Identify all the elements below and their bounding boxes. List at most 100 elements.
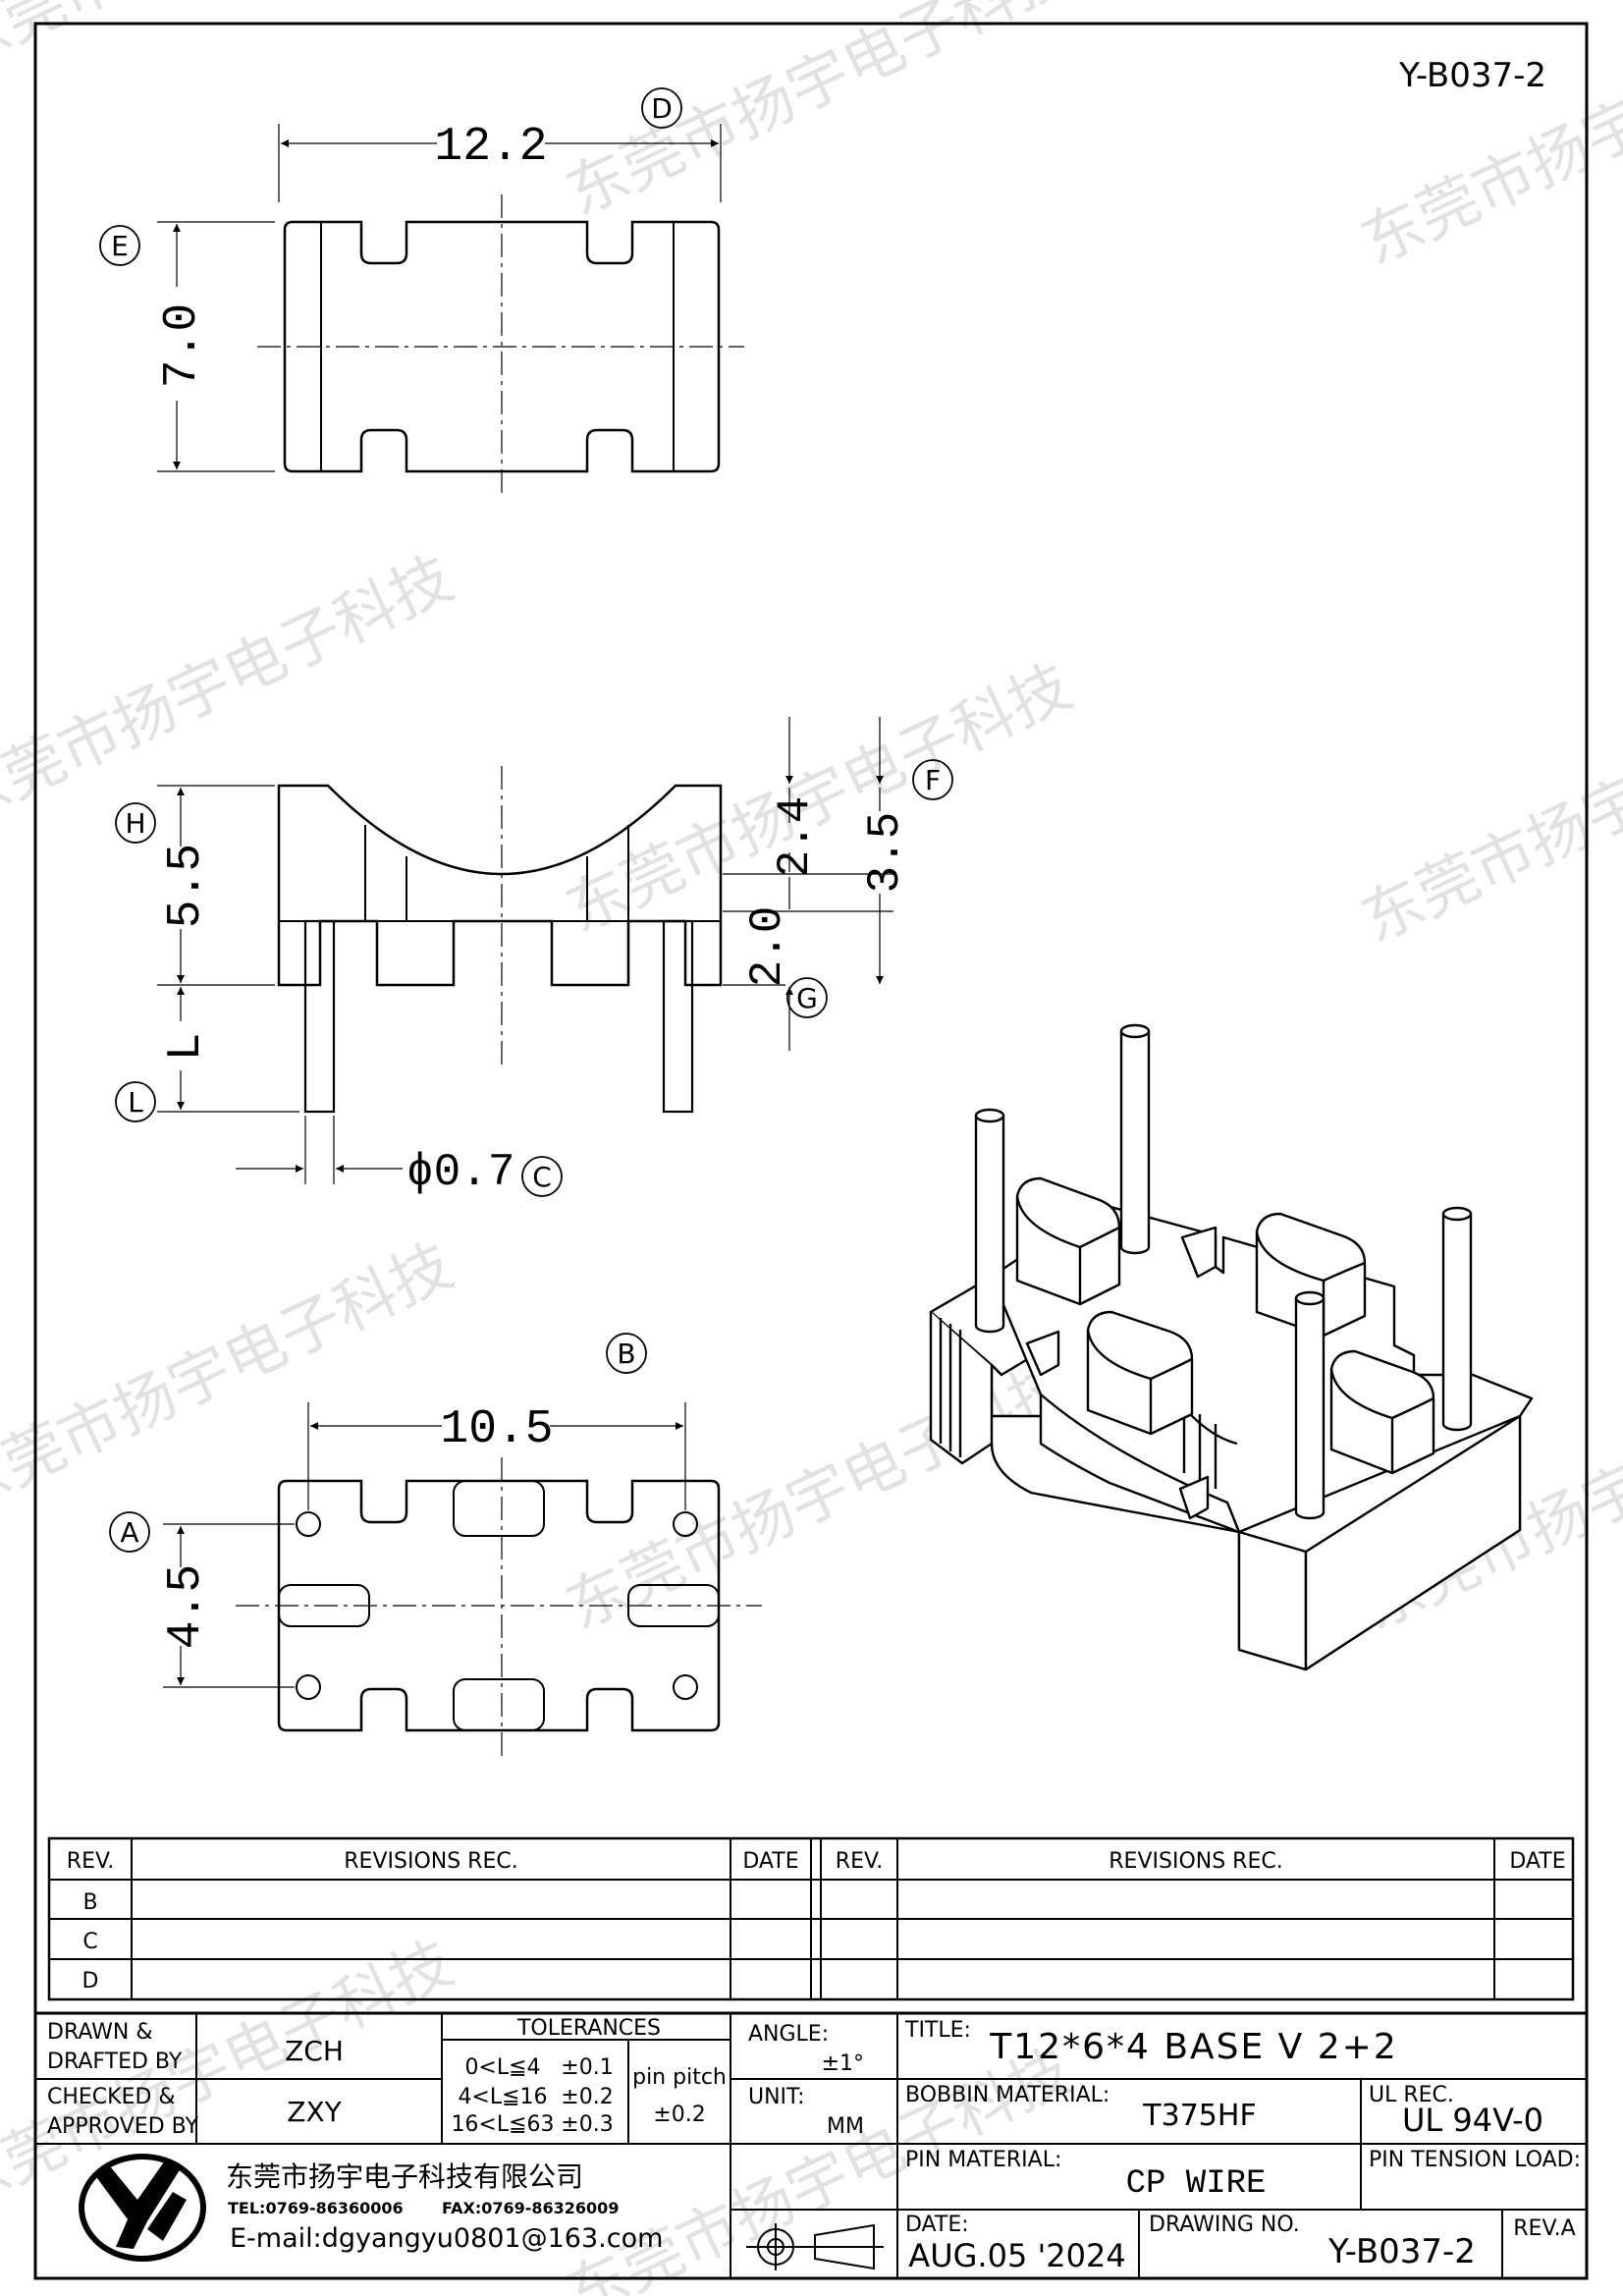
tol-range: 0<L≦4 [464,2055,540,2080]
revision-table [47,1836,1575,2001]
side-pin-diameter-dim: ϕ0.7 [406,1147,514,1198]
ul-value: UL 94V-0 [1402,2102,1543,2139]
side-slot-depth-dim: 2.4 [770,796,821,878]
label-e: E [111,230,129,262]
date-value: AUG.05 '2024 [908,2237,1125,2274]
isometric-view [929,1023,1534,1671]
bottom-pitch-y-dim: 4.5 [160,1564,213,1649]
top-view-outline [283,220,721,473]
company-logo [79,2154,206,2262]
drawn-value: ZCH [285,2035,344,2067]
pin-hole [673,1674,698,1700]
checked-value: ZXY [287,2096,342,2128]
rev-rec-header-left: REVISIONS REC. [344,1849,517,1874]
drawing-no-value: Y-B037-2 [1327,2232,1476,2271]
pin-tension-label: PIN TENSION LOAD: [1369,2148,1581,2172]
drawn-label: DRAWN & [47,2020,153,2045]
bottom-pitch-x-dim: 10.5 [440,1403,553,1456]
drawing-no-label: DRAWING NO. [1149,2213,1300,2237]
rev-a-label: REV.A [1513,2216,1575,2241]
side-total-slot-dim: 3.5 [860,812,911,894]
pad [1086,1310,1194,1436]
rev-header-left: REV. [67,1849,114,1874]
watermark-text: 东莞市扬宇电子科技 [1350,0,1623,279]
angle-label: ANGLE: [748,2022,829,2047]
tol-range: 16<L≦63 [451,2112,554,2137]
rev-date-header-left: DATE [742,1849,798,1874]
pin-pitch-label: pin pitch [632,2065,727,2090]
rev-date-header-right: DATE [1509,1849,1565,1874]
pin-material-label: PIN MATERIAL: [905,2148,1061,2172]
iso-pin [1294,1290,1325,1520]
projection-symbol-icon [746,2223,884,2270]
checked-label: CHECKED & [47,2085,176,2109]
iso-pin [974,1108,1005,1334]
side-pin-length-dim: L [160,1033,213,1062]
title-value: T12*6*4 BASE V 2+2 [989,2027,1397,2067]
drawing-code-top: Y-B037-2 [1398,56,1546,95]
side-base-slot-dim: 2.0 [742,906,793,988]
label-f: F [925,764,941,796]
watermark-text: 东莞市扬宇电子科技 [0,542,463,839]
pin-hole [673,1511,698,1537]
side-pin-left [303,919,336,1114]
rev-rec-header-right: REVISIONS REC. [1109,1849,1282,1874]
bottom-view-outline [277,1479,721,1732]
drafted-label: DRAFTED BY [47,2050,183,2074]
bobbin-value: T375HF [1142,2099,1256,2133]
rev-header-right: REV. [836,1849,883,1874]
approved-label: APPROVED BY [47,2114,199,2139]
company-fax: FAX:0769-86326009 [442,2199,619,2217]
tol-value: ±0.3 [561,2112,613,2137]
label-d: D [651,92,673,125]
side-view-outline [277,784,723,987]
tol-value: ±0.2 [561,2085,613,2109]
rev-row-label: C [82,1930,97,1954]
company-tel: TEL:0769-86360006 [228,2199,404,2217]
label-c: C [532,1161,552,1193]
pin-material-value: CP WIRE [1126,2165,1267,2203]
pin-hole [296,1674,321,1700]
label-l: L [128,1086,143,1119]
bobbin-label: BOBBIN MATERIAL: [905,2083,1109,2107]
rev-row-label: B [82,1890,97,1915]
top-height-dim: 7.0 [156,303,209,388]
rev-row-label: D [82,1969,99,1994]
pad [1015,1176,1121,1306]
tol-range: 4<L≦16 [458,2085,547,2109]
tol-value: ±0.1 [561,2055,613,2080]
ul-label: UL REC. [1369,2083,1454,2107]
tolerances-label: TOLERANCES [516,2016,661,2041]
iso-pin [1119,1023,1151,1255]
angle-value: ±1° [822,2051,864,2076]
pin-pitch-value: ±0.2 [653,2103,705,2127]
watermark-text: 东莞市扬宇电子科技 [0,0,463,82]
company-email: E-mail:dgyangyu0801@163.com [230,2223,663,2254]
unit-label: UNIT: [748,2085,804,2109]
top-width-dim: 12.2 [434,121,547,174]
pad [1255,1212,1367,1338]
side-pin-right [662,919,694,1114]
pin-hole [296,1511,321,1537]
watermark-text: 东莞市扬宇电子科技 [0,1230,463,1526]
iso-pin [1441,1206,1473,1432]
company-name: 东莞市扬宇电子科技有限公司 [226,2160,583,2193]
bottom-view [109,1333,762,1758]
watermark-text: 东莞市扬宇电子科技 [1350,660,1623,957]
side-height-dim: 5.5 [160,844,213,928]
watermark-text: 东莞市扬宇电子科技 [555,1347,1082,1644]
bottom-slot [453,1480,545,1537]
label-b: B [617,1338,635,1370]
date-label: DATE: [905,2213,969,2237]
label-h: H [125,807,145,840]
side-view [115,717,953,1197]
title-block [33,2011,1589,2280]
bottom-slot [453,1678,545,1731]
pad [1329,1349,1435,1475]
watermark-text: 东莞市扬宇电子科技 [555,0,1082,230]
label-g: G [796,982,818,1014]
top-view [99,87,744,499]
label-a: A [120,1516,138,1549]
unit-value: MM [827,2114,864,2139]
